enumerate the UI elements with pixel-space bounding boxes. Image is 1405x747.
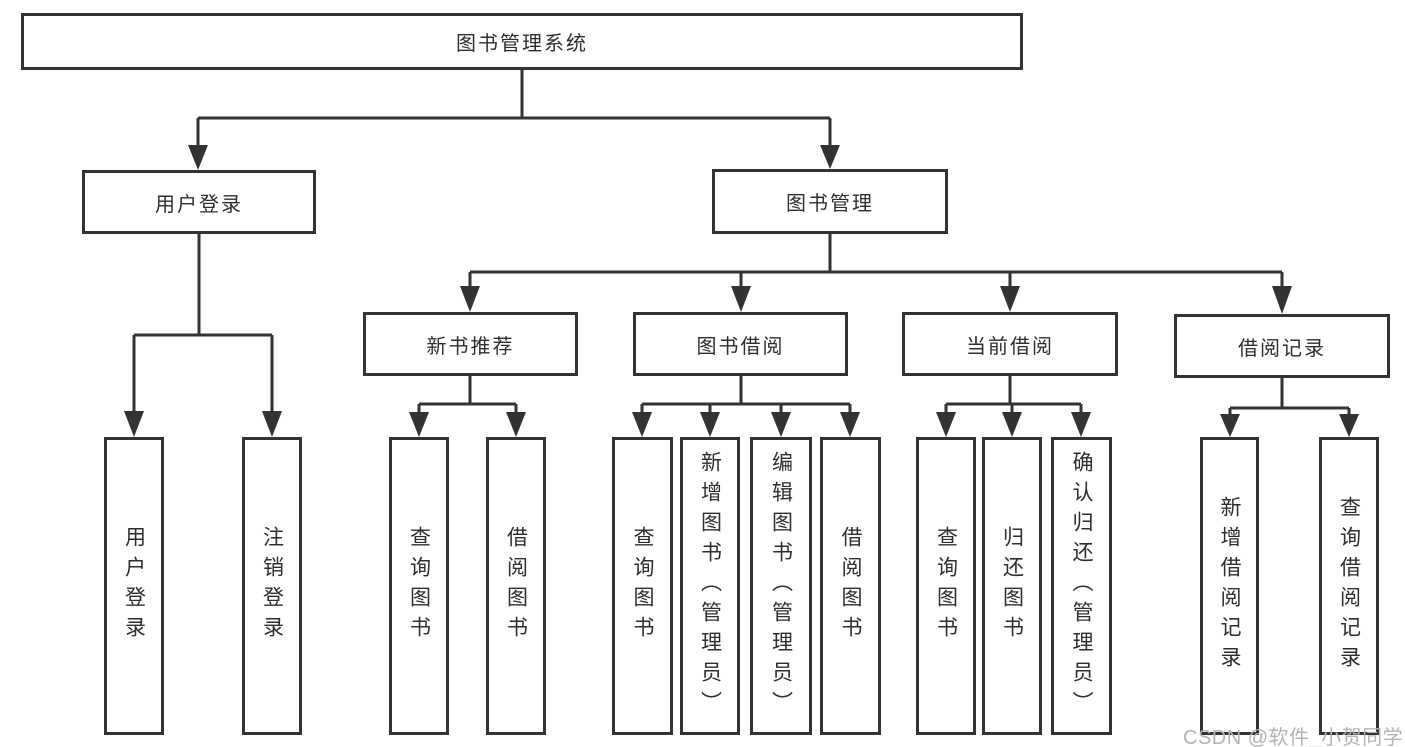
leaf-current-query-books-label: 查询图书 xyxy=(934,526,958,646)
leaf-borrow-borrow-books: 借阅图书 xyxy=(820,437,881,735)
node-current-borrow-label: 当前借阅 xyxy=(966,335,1054,358)
leaf-newrec-borrow-books: 借阅图书 xyxy=(486,437,546,735)
node-user-login: 用户登录 xyxy=(82,170,316,234)
edge-new-book-rec-to-leaves xyxy=(409,375,526,437)
leaf-borrow-edit-books: 编辑图书（管理员） xyxy=(750,437,812,735)
node-user-login-label: 用户登录 xyxy=(155,193,243,216)
node-new-book-rec: 新书推荐 xyxy=(363,312,578,376)
leaf-newrec-query-books: 查询图书 xyxy=(389,437,449,735)
leaf-borrow-query-books: 查询图书 xyxy=(612,437,673,735)
leaf-records-add-record: 新增借阅记录 xyxy=(1200,437,1259,735)
leaf-borrow-edit-books-label: 编辑图书（管理员） xyxy=(769,451,793,721)
node-book-mgmt-label: 图书管理 xyxy=(786,193,874,215)
leaf-login-label: 用户登录 xyxy=(122,526,146,646)
node-new-book-rec-label: 新书推荐 xyxy=(426,335,515,358)
edge-user-login-to-leaves xyxy=(124,231,282,437)
leaf-borrow-borrow-books-label: 借阅图书 xyxy=(839,526,862,646)
leaf-newrec-borrow-books-label: 借阅图书 xyxy=(504,526,528,646)
node-borrow-records-label: 借阅记录 xyxy=(1238,337,1326,360)
node-borrow-records: 借阅记录 xyxy=(1174,314,1390,378)
leaf-logout: 注销登录 xyxy=(242,437,302,735)
edge-root-to-level2 xyxy=(188,67,840,170)
leaf-current-query-books: 查询图书 xyxy=(916,437,976,735)
node-book-borrow: 图书借阅 xyxy=(633,312,848,376)
edge-book-borrow-to-leaves xyxy=(632,375,860,437)
node-root-label: 图书管理系统 xyxy=(456,33,588,55)
leaf-current-confirm-return: 确认归还（管理员） xyxy=(1051,437,1112,735)
leaf-borrow-add-books: 新增图书（管理员） xyxy=(680,437,740,735)
leaf-current-confirm-return-label: 确认归还（管理员） xyxy=(1070,451,1093,721)
leaf-current-return-books: 归还图书 xyxy=(982,437,1042,735)
leaf-records-add-record-label: 新增借阅记录 xyxy=(1218,496,1241,676)
leaf-borrow-query-books-label: 查询图书 xyxy=(631,526,654,646)
leaf-newrec-query-books-label: 查询图书 xyxy=(407,526,431,646)
leaf-current-return-books-label: 归还图书 xyxy=(1000,526,1024,646)
edge-current-borrow-to-leaves xyxy=(936,375,1091,437)
edge-borrow-records-to-leaves xyxy=(1220,377,1359,437)
edge-book-mgmt-to-level3 xyxy=(460,231,1292,314)
leaf-records-query-record: 查询借阅记录 xyxy=(1319,437,1379,735)
leaf-logout-label: 注销登录 xyxy=(260,526,284,646)
leaf-login: 用户登录 xyxy=(104,437,164,735)
leaf-records-query-record-label: 查询借阅记录 xyxy=(1337,496,1361,676)
node-book-borrow-label: 图书借阅 xyxy=(696,335,785,358)
node-book-mgmt: 图书管理 xyxy=(712,169,948,234)
csdn-watermark: CSDN @软件_小贺同学 xyxy=(1183,727,1404,747)
node-current-borrow: 当前借阅 xyxy=(902,312,1118,376)
leaf-borrow-add-books-label: 新增图书（管理员） xyxy=(698,451,722,721)
node-root: 图书管理系统 xyxy=(21,13,1023,70)
